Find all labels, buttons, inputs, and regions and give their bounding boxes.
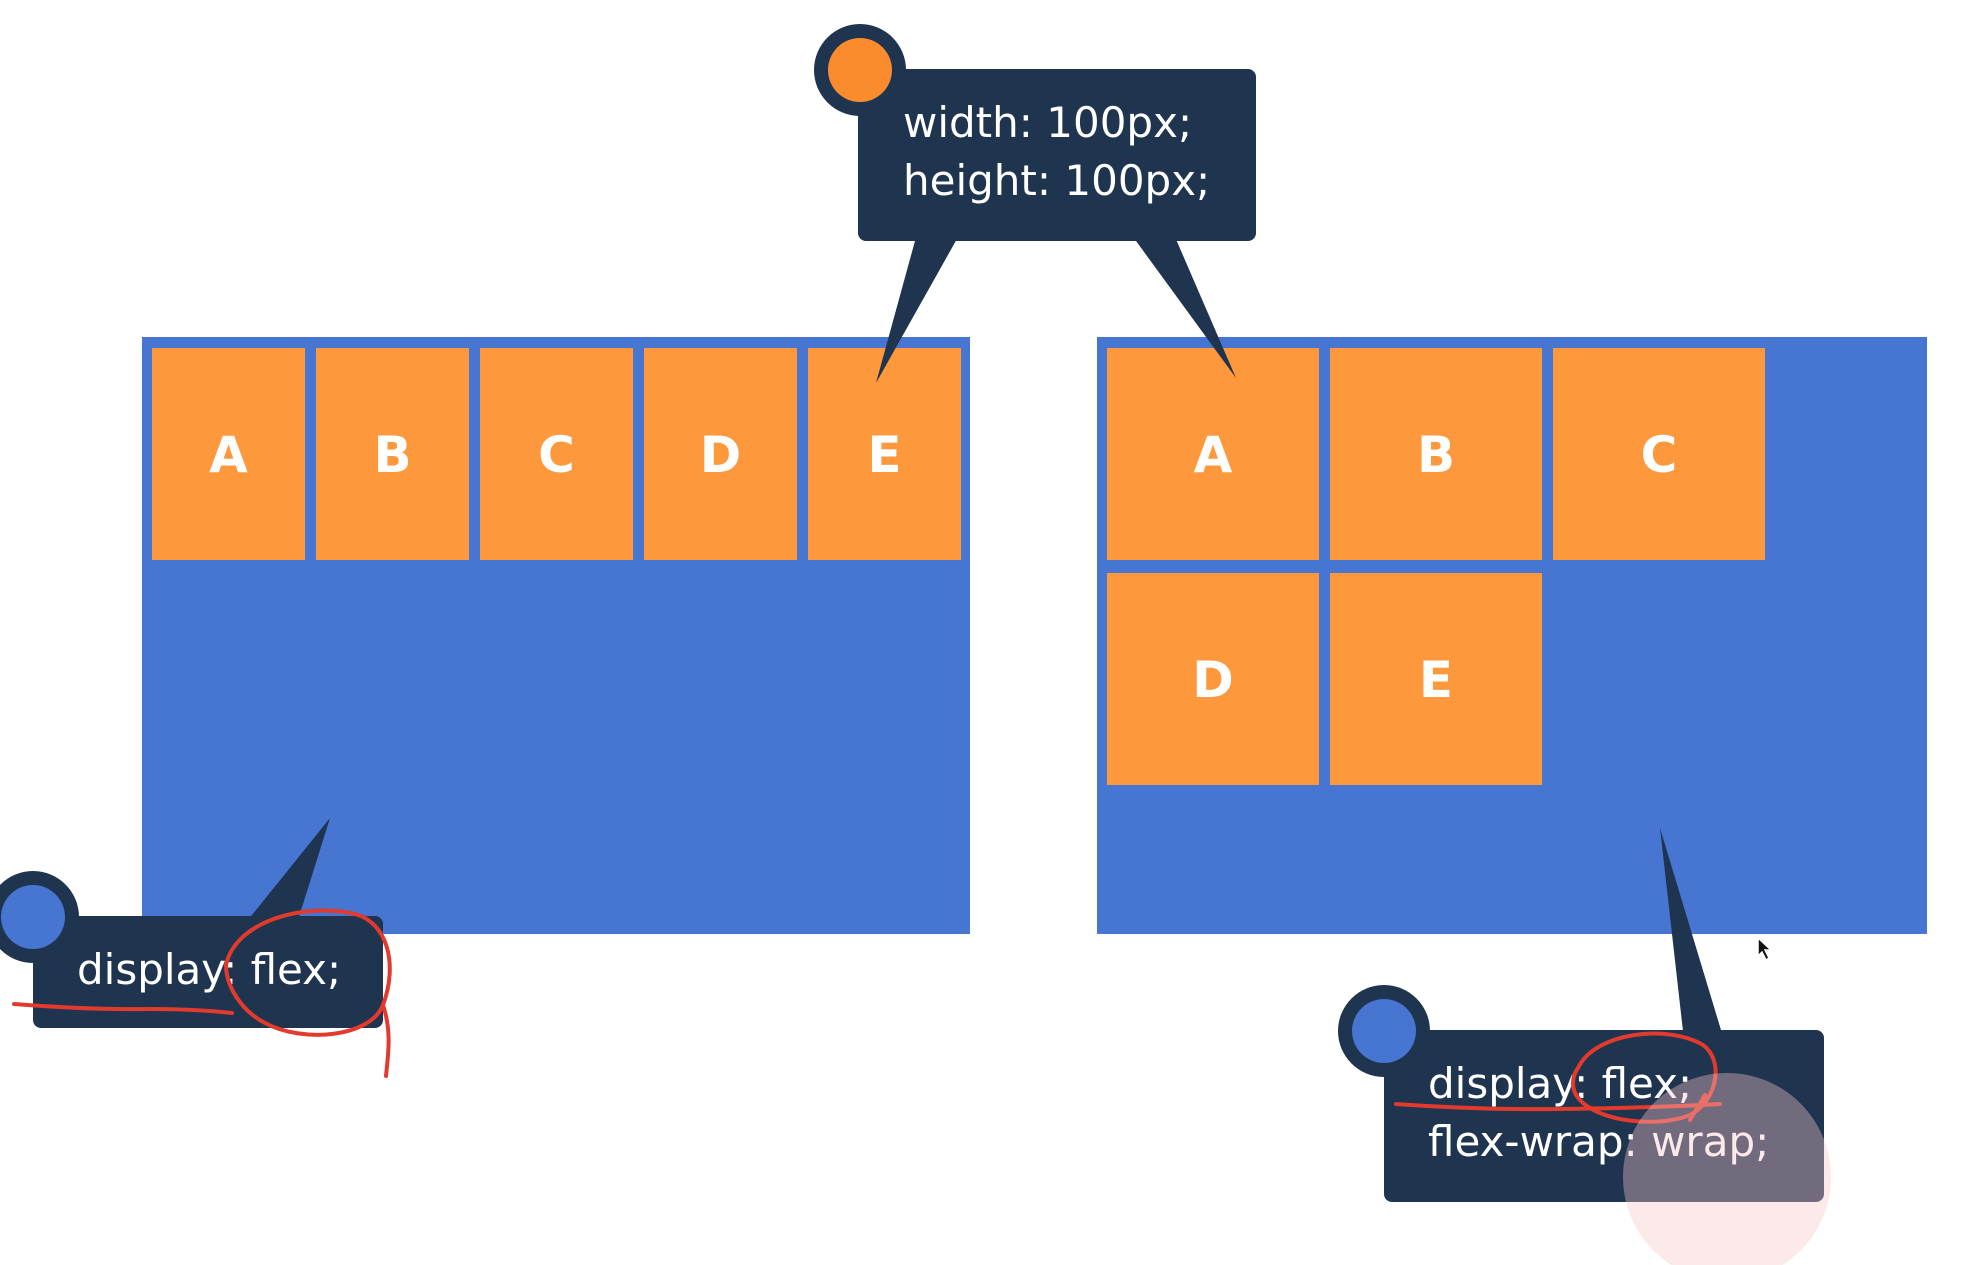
wrap-callout-pointer (1660, 828, 1724, 1040)
left-item-a-box (152, 348, 305, 560)
right-item-b-label: B (1417, 426, 1455, 484)
right-item-a-box (1107, 348, 1319, 560)
left-item-b-box (316, 348, 469, 560)
right-pen-circle (1571, 1031, 1718, 1124)
wrap-callout-line-2: flex-wrap: wrap; (1428, 1117, 1769, 1166)
right-item-a-label: A (1194, 426, 1233, 484)
left-item-c: C (480, 348, 633, 560)
flex-callout: display: flex; (0, 818, 392, 1078)
blue-dot-icon-fill (1, 885, 65, 949)
left-pen-circle (224, 908, 392, 1078)
size-callout-box (858, 69, 1256, 241)
size-callout: width: 100px; height: 100px; (814, 24, 1256, 383)
right-item-c: C (1553, 348, 1765, 560)
left-item-c-box (480, 348, 633, 560)
right-item-c-box (1553, 348, 1765, 560)
cursor-highlight (1623, 1073, 1831, 1265)
right-item-e: E (1330, 573, 1542, 785)
right-item-d-box (1107, 573, 1319, 785)
right-item-d: D (1107, 573, 1319, 785)
blue-dot-icon-fill (1352, 999, 1416, 1063)
left-item-b: B (316, 348, 469, 560)
left-item-e: E (808, 348, 961, 560)
right-item-b: B (1330, 348, 1542, 560)
right-item-c-label: C (1641, 426, 1678, 484)
right-pen-underline (1394, 1102, 1722, 1112)
wrap-callout: display: flex; flex-wrap: wrap; (1338, 828, 1831, 1265)
left-item-a-label: A (209, 426, 248, 484)
left-item-e-box (808, 348, 961, 560)
orange-dot-icon-fill (828, 38, 892, 102)
flex-callout-pointer (248, 818, 330, 920)
right-item-b-box (1330, 348, 1542, 560)
left-item-d-box (644, 348, 797, 560)
left-item-e-label: E (867, 426, 901, 484)
right-flex-wrap-container: A B C D E (1097, 337, 1927, 934)
left-item-d-label: D (700, 426, 742, 484)
size-callout-pointer-right (1128, 230, 1236, 378)
mouse-cursor-icon (1757, 936, 1773, 962)
size-callout-line-1: width: 100px; (903, 98, 1192, 147)
flex-callout-box (33, 916, 383, 1028)
size-callout-line-2: height: 100px; (903, 156, 1210, 205)
left-item-b-label: B (373, 426, 411, 484)
left-item-c-label: C (538, 426, 575, 484)
left-item-d: D (644, 348, 797, 560)
left-pen-underline (12, 1002, 234, 1015)
right-item-e-label: E (1419, 651, 1453, 709)
right-item-e-box (1330, 573, 1542, 785)
size-callout-pointer-left (876, 230, 962, 383)
right-item-a: A (1107, 348, 1319, 560)
left-item-a: A (152, 348, 305, 560)
wrap-callout-line-1: display: flex; (1428, 1059, 1692, 1108)
flex-callout-line-1: display: flex; (77, 945, 341, 994)
left-flex-container: A B C D E (142, 337, 970, 934)
right-item-d-label: D (1192, 651, 1234, 709)
